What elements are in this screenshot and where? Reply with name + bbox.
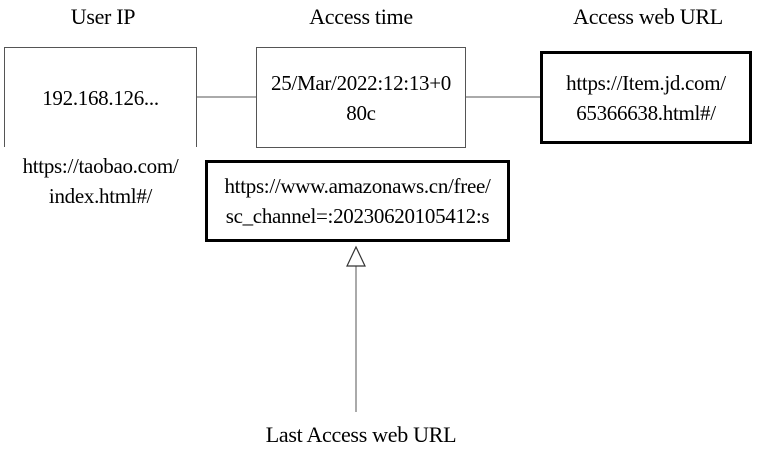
last-access-url-value-line-2: sc_channel=:20230620105412:s [225, 204, 490, 228]
last-access-url-box: https://www.amazonaws.cn/free/ sc_channe… [205, 160, 510, 242]
access-time-label: Access time [309, 4, 413, 29]
access-web-url-label: Access web URL [573, 4, 723, 29]
access-web-url-value-line-1: https://Item.jd.com/ [566, 70, 726, 95]
access-time-value-line-1: 25/Mar/2022:12:13+0 [271, 70, 451, 95]
user-ip-box: 192.168.126... [4, 47, 197, 148]
referrer-text: https://taobao.com/ index.html#/ [4, 147, 197, 215]
referrer-text-line-1: https://taobao.com/ [22, 154, 179, 178]
last-access-web-url-label: Last Access web URL [265, 422, 457, 447]
arrow-head-icon [346, 245, 366, 267]
access-web-url-box: https://Item.jd.com/ 65366638.html#/ [540, 51, 752, 144]
referrer-text-line-2: index.html#/ [48, 184, 153, 208]
access-time-value-line-2: 80c [346, 100, 376, 125]
access-time-box: 25/Mar/2022:12:13+0 80c [256, 47, 466, 148]
user-ip-value: 192.168.126... [42, 85, 159, 110]
user-ip-label: User IP [70, 4, 136, 29]
last-access-url-value-line-1: https://www.amazonaws.cn/free/ [224, 174, 491, 198]
access-web-url-value-line-2: 65366638.html#/ [576, 100, 716, 125]
